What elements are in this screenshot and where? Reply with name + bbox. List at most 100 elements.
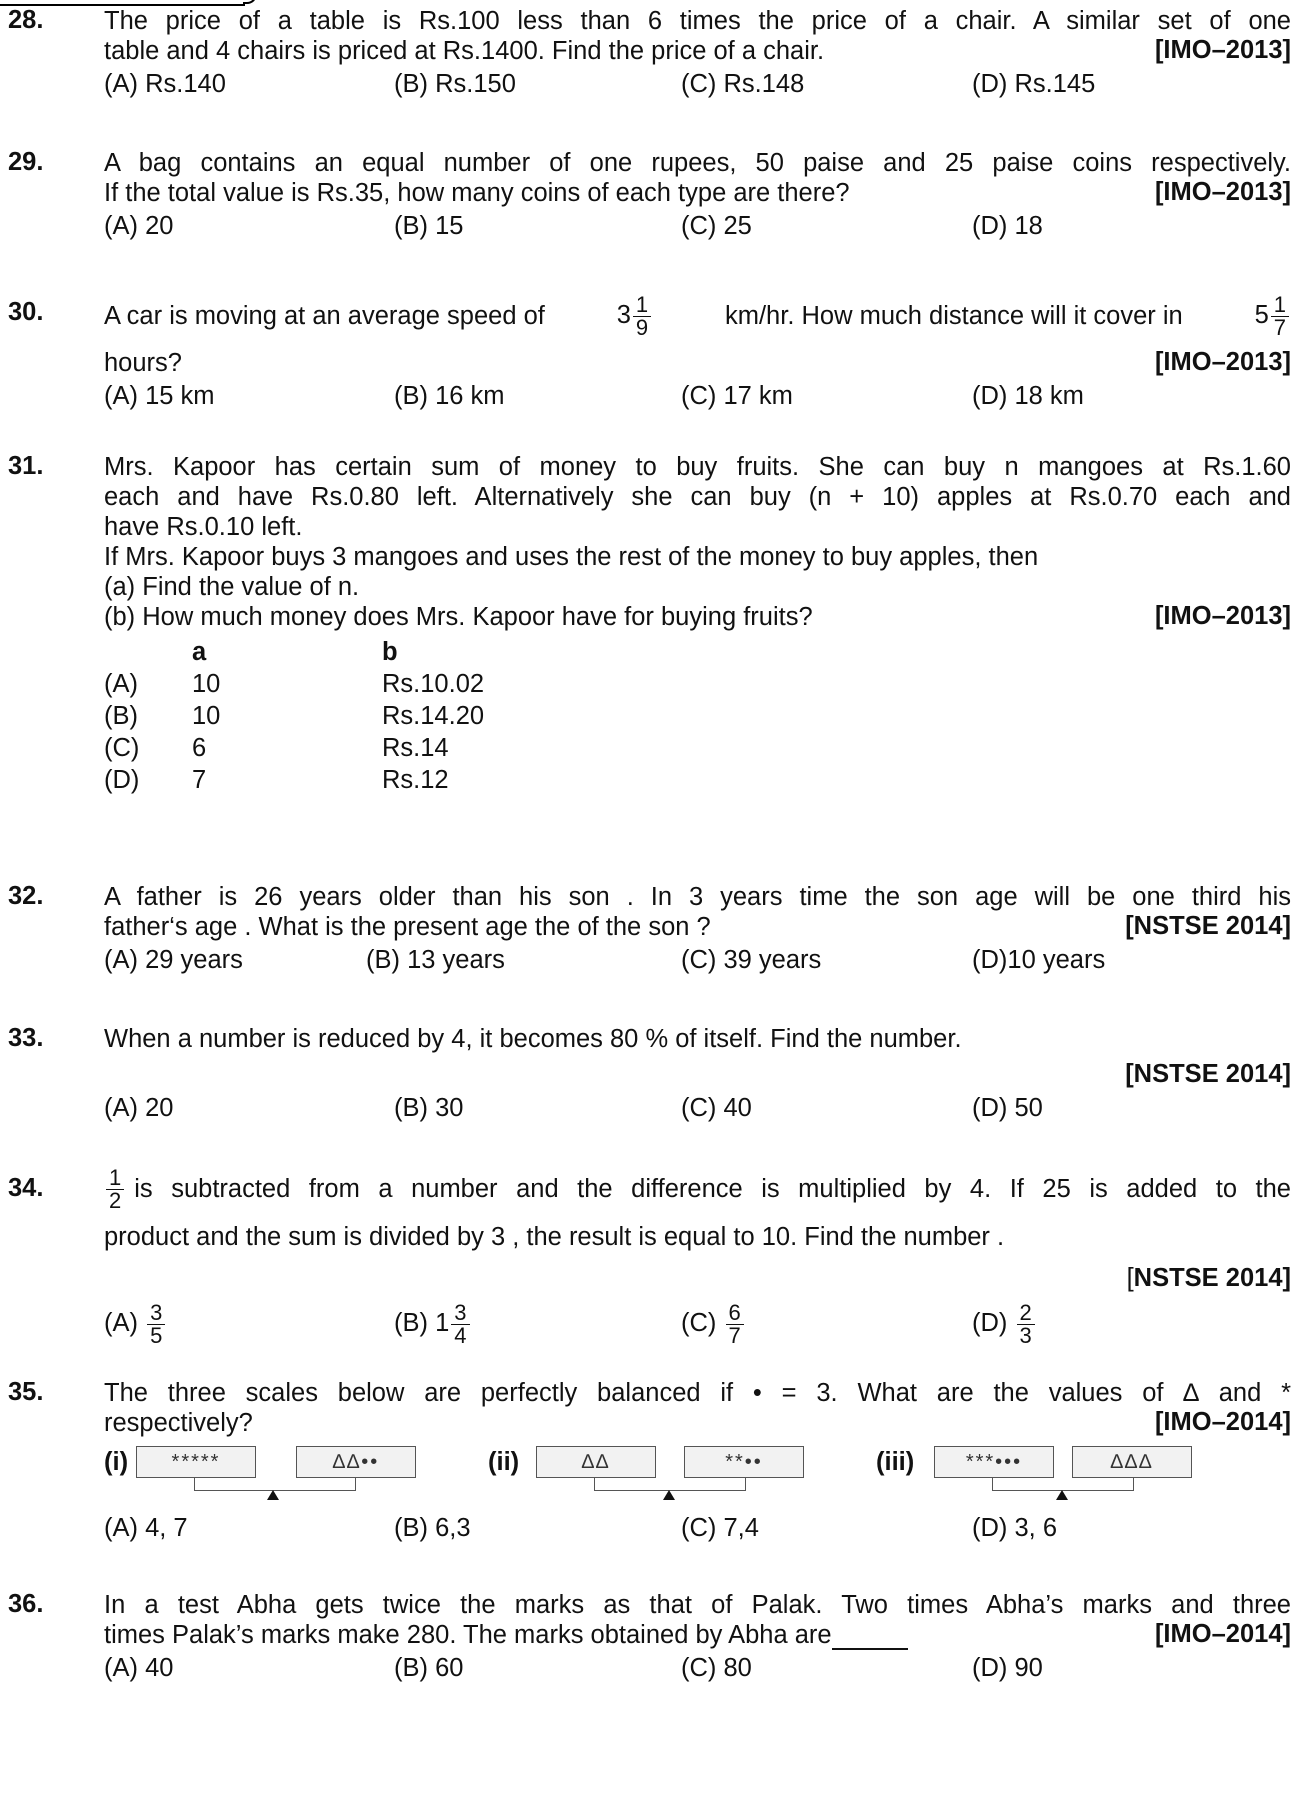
fulcrum-icon bbox=[267, 1490, 279, 1500]
options: (A) 29 years (B) 13 years (C) 39 years (… bbox=[104, 946, 1284, 976]
question-text: A bag contains an equal number of one ru… bbox=[104, 148, 1291, 208]
option-label: (B) bbox=[394, 1309, 428, 1338]
question-line: A bag contains an equal number of one ru… bbox=[104, 149, 1291, 177]
options: (A) 20 (B) 15 (C) 25 (D) 18 bbox=[104, 212, 1284, 242]
table-cell: 10 bbox=[192, 669, 221, 698]
options: (A) 20 (B) 30 (C) 40 (D) 50 bbox=[104, 1094, 1284, 1124]
options: (A) 40 (B) 60 (C) 80 (D) 90 bbox=[104, 1654, 1284, 1684]
fraction-denominator: 7 bbox=[1273, 314, 1286, 340]
question-line: table and 4 chairs is priced at Rs.1400.… bbox=[104, 37, 825, 65]
option-c: (C) 7,4 bbox=[681, 1514, 759, 1542]
table-cell: (A) bbox=[104, 669, 138, 698]
option-label: (D) bbox=[972, 1309, 1008, 1338]
tag-text: NSTSE 2014] bbox=[1133, 1264, 1291, 1292]
fraction-denominator: 2 bbox=[109, 1187, 122, 1213]
table-cell: 7 bbox=[192, 765, 207, 794]
table-header-cell: b bbox=[382, 637, 398, 666]
right-pan: ∆∆∆ bbox=[1072, 1446, 1192, 1478]
question-line: respectively? bbox=[104, 1409, 253, 1437]
table-row: (D) 7 Rs.12 bbox=[96, 764, 492, 796]
option-a: (A) Rs.140 bbox=[104, 70, 226, 98]
question-number: 31. bbox=[8, 452, 44, 480]
table-cell: (D) bbox=[104, 765, 140, 794]
tag-bracket: [ bbox=[1126, 1264, 1134, 1292]
fraction-whole: 5 bbox=[1254, 300, 1269, 329]
table-header-cell: a bbox=[192, 637, 207, 666]
fraction-denominator: 9 bbox=[635, 314, 649, 340]
question-line: In a test Abha gets twice the marks as t… bbox=[104, 1591, 1291, 1619]
option-a: (A) 15 km bbox=[104, 382, 215, 410]
option-a: (A) 40 bbox=[104, 1654, 174, 1682]
table-header-row: a b bbox=[96, 636, 492, 668]
option-b: (B) 6,3 bbox=[394, 1514, 471, 1542]
table-cell: Rs.14 bbox=[382, 733, 449, 762]
question-line: each and have Rs.0.80 left. Alternativel… bbox=[104, 483, 1291, 511]
table-cell: (B) bbox=[104, 701, 138, 730]
option-d: (D) 50 bbox=[972, 1094, 1043, 1122]
question-line: Mrs. Kapoor has certain sum of money to … bbox=[104, 453, 1291, 481]
option-c: (C) Rs.148 bbox=[681, 70, 805, 98]
exam-tag: [IMO–2014] bbox=[1154, 1408, 1291, 1436]
question-text: In a test Abha gets twice the marks as t… bbox=[104, 1590, 1291, 1650]
fulcrum-icon bbox=[1056, 1490, 1068, 1500]
exam-tag: [IMO–2013] bbox=[1154, 602, 1291, 630]
question-text: Mrs. Kapoor has certain sum of money to … bbox=[104, 452, 1291, 632]
option-d: (D) 3, 6 bbox=[972, 1514, 1058, 1542]
fraction-numerator: 3 bbox=[451, 1302, 470, 1325]
question-text-part: is subtracted from a number and the diff… bbox=[134, 1175, 1291, 1203]
option-b: (B) 13 years bbox=[366, 946, 505, 974]
question-line: father‘s age . What is the present age t… bbox=[104, 913, 711, 941]
question-line: times Palak’s marks make 280. The marks … bbox=[104, 1620, 1291, 1650]
option-b: (B) 30 bbox=[394, 1094, 464, 1122]
left-pan: ∆∆ bbox=[536, 1446, 656, 1478]
option-d: (D) 18 bbox=[972, 212, 1043, 240]
option-a: (A) 4, 7 bbox=[104, 1514, 188, 1542]
question-text-part: A car is moving at an average speed of bbox=[104, 302, 545, 330]
exam-tag: [IMO–2014] bbox=[1154, 1620, 1291, 1648]
question-line: have Rs.0.10 left. bbox=[104, 513, 303, 541]
option-d: (D) 90 bbox=[972, 1654, 1043, 1682]
table-row: (C) 6 Rs.14 bbox=[96, 732, 492, 764]
fraction-denominator: 5 bbox=[150, 1323, 163, 1348]
option-a: (A) 29 years bbox=[104, 946, 243, 974]
question-number: 36. bbox=[8, 1590, 44, 1618]
exam-tag: [IMO–2013] bbox=[1154, 178, 1291, 206]
option-label: (C) bbox=[681, 1309, 717, 1338]
right-pan: **•• bbox=[684, 1446, 804, 1478]
exam-tag: [NSTSE 2014] bbox=[1127, 1264, 1291, 1293]
question-line: The price of a table is Rs.100 less than… bbox=[104, 7, 1291, 35]
left-pan: ***••• bbox=[934, 1446, 1054, 1478]
scale-iii: (iii) ***••• ∆∆∆ bbox=[876, 1446, 1196, 1506]
option-b: (B) Rs.150 bbox=[394, 70, 516, 98]
question-line: (a) Find the value of n. bbox=[104, 573, 360, 601]
options: (A) Rs.140 (B) Rs.150 (C) Rs.148 (D) Rs.… bbox=[104, 70, 1284, 100]
option-a: (A) 20 bbox=[104, 1094, 174, 1122]
fulcrum-icon bbox=[663, 1490, 675, 1500]
question-number: 32. bbox=[8, 882, 44, 910]
option-c: (C) 25 bbox=[681, 212, 752, 240]
option-b: (B) 15 bbox=[394, 212, 464, 240]
option-c: (C) 17 km bbox=[681, 382, 793, 410]
table-cell: 10 bbox=[192, 701, 221, 730]
question-text-part: km/hr. How much distance will it cover i… bbox=[724, 302, 1183, 330]
fraction-numerator: 6 bbox=[725, 1302, 744, 1325]
scale-label: (i) bbox=[104, 1448, 129, 1476]
question-text-part: times Palak’s marks make 280. The marks … bbox=[104, 1621, 832, 1649]
scale-label: (ii) bbox=[488, 1448, 520, 1476]
option-b: (B) 60 bbox=[394, 1654, 464, 1682]
question-line: (b) How much money does Mrs. Kapoor have… bbox=[104, 603, 813, 631]
table-cell: Rs.10.02 bbox=[382, 669, 485, 698]
fraction-numerator: 1 bbox=[632, 293, 652, 317]
exam-tag: [NSTSE 2014] bbox=[1125, 1060, 1291, 1088]
question-number: 34. bbox=[8, 1174, 44, 1202]
table-cell: Rs.14.20 bbox=[382, 701, 485, 730]
